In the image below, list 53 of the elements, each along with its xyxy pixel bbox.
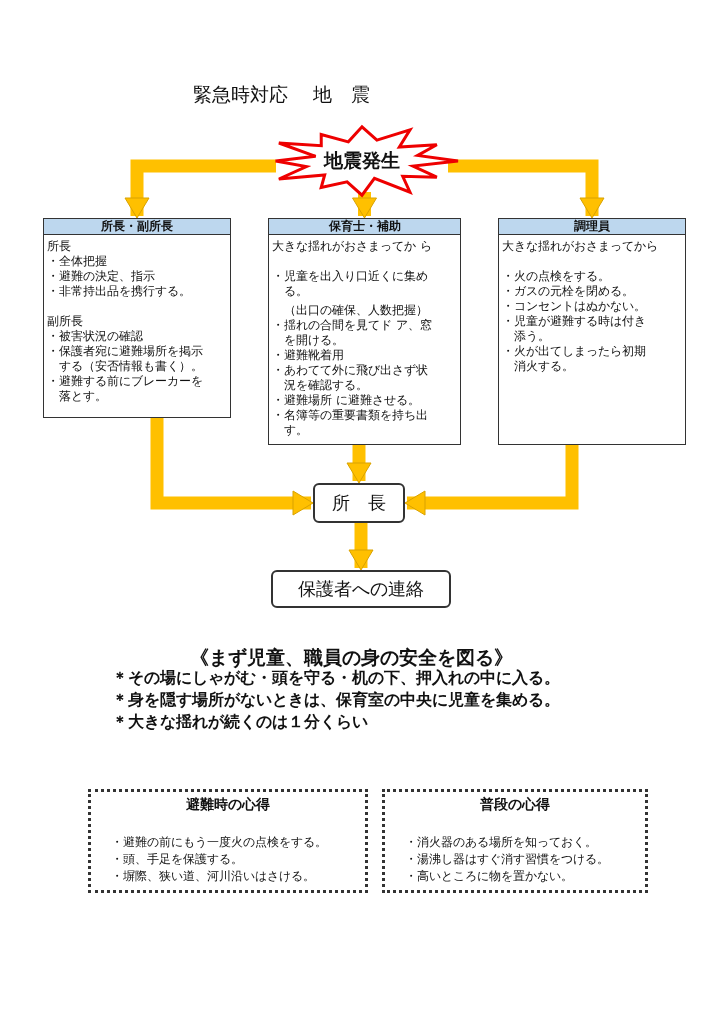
panel-text: ・保護者宛に避難場所を掲示する（安否情報も書く）。 xyxy=(47,344,204,374)
panel-text: ・児童が避難する時は付き添う。 xyxy=(502,314,647,344)
event-label: 地震発生 xyxy=(324,148,400,173)
note-text: ＊その場にしゃがむ・頭を守る・机の下、押入れの中に入る。 xyxy=(112,668,560,689)
panel-header: 所長・副所長 xyxy=(44,219,230,235)
title: 緊急時対応 地 震 xyxy=(193,82,371,107)
panel-text: 大きな揺れがおさまってから xyxy=(502,239,658,254)
panel-text: ・避難の決定、指示 xyxy=(47,269,156,284)
note-heading: 避難時の心得 xyxy=(185,796,271,814)
note-text: ・塀際、狭い道、河川沿いはさける。 xyxy=(111,868,316,885)
role-panel xyxy=(43,218,231,418)
box-label: 保護者への連絡 xyxy=(298,577,424,601)
arrow xyxy=(352,192,377,219)
panel-text: ・火が出てしまったら初期消火する。 xyxy=(502,344,647,374)
arrow xyxy=(150,418,314,516)
arrow xyxy=(448,159,605,219)
note-text: ・避難の前にもう一度火の点検をする。 xyxy=(111,834,328,851)
note-text: ・高いところに物を置かない。 xyxy=(405,868,574,885)
panel-text: 大きな揺れがおさまってか ら xyxy=(272,239,432,254)
panel-text: ・全体把握 xyxy=(47,254,108,269)
panel-text: ・被害状況の確認 xyxy=(47,329,144,344)
panel-text: ・避難する前にブレーカーを落とす。 xyxy=(47,374,204,404)
role-panel xyxy=(268,218,461,445)
panel-text: ・あわてて外に飛び出さず状況を確認する。 xyxy=(272,363,429,393)
panel-text: ・避難場所 に避難させる。 xyxy=(272,393,421,408)
arrow xyxy=(404,445,579,516)
panel-text: ・避難靴着用 xyxy=(272,348,345,363)
panel-text: ・火の点検をする。 xyxy=(502,269,611,284)
arrow xyxy=(346,445,372,484)
panel-text: 副所長 xyxy=(47,314,83,329)
panel-text: ・揺れの合間を見てド ア、窓を開ける。 xyxy=(272,318,433,348)
note-box xyxy=(382,789,648,893)
note-text: ・湯沸し器はすぐ消す習慣をつける。 xyxy=(405,851,610,868)
panel-text: ・ガスの元栓を閉める。 xyxy=(502,284,635,299)
note-text: ・消火器のある場所を知っておく。 xyxy=(405,834,598,851)
panel-text: ・非常持出品を携行する。 xyxy=(47,284,192,299)
panel-text: ・児童を出入り口近くに集める。 xyxy=(272,269,429,299)
panel-text: 所長 xyxy=(47,239,71,254)
note-text: ＊大きな揺れが続くのは１分くらい xyxy=(112,712,368,733)
panel-text: （出口の確保、人数把握） xyxy=(284,303,428,318)
process-box xyxy=(271,570,451,608)
note-box xyxy=(88,789,368,893)
panel-header: 保育士・補助 xyxy=(269,219,460,235)
note-text: ・頭、手足を保護する。 xyxy=(111,851,244,868)
note-heading: 普段の心得 xyxy=(479,796,551,814)
panel-text: ・名簿等の重要書類を持ち出す。 xyxy=(272,408,429,438)
role-panel xyxy=(498,218,686,445)
note-text: ＊身を隠す場所がないときは、保育室の中央に児童を集める。 xyxy=(112,690,560,711)
section-heading: 《まず児童、職員の身の安全を図る》 xyxy=(190,645,513,669)
panel-header: 調理員 xyxy=(499,219,685,235)
process-box xyxy=(313,483,405,523)
panel-text: ・コンセントはぬかない。 xyxy=(502,299,647,314)
box-label: 所 長 xyxy=(332,491,386,515)
